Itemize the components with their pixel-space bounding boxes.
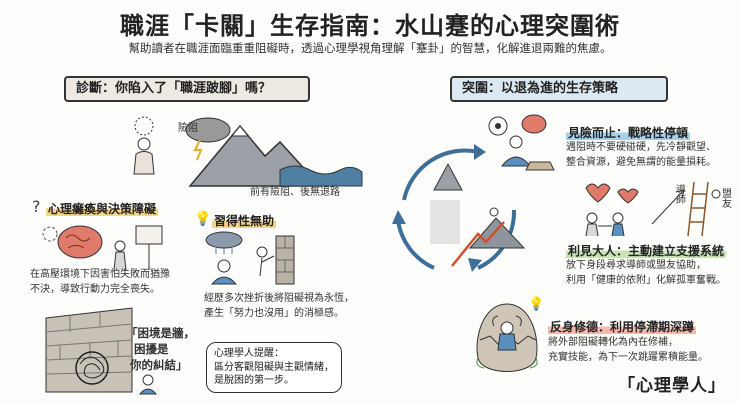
strategy-3-title: 反身修德：利用停滯期深蹲 [548, 320, 697, 334]
wall-quote-line-3: 你的糾結」 [130, 358, 188, 372]
danger-caption: 前有險阻、後無退路 [250, 187, 340, 198]
person-icon [114, 240, 126, 252]
strategy-3-line-1: 將外部阻礙轉化為內在修補， [548, 337, 678, 348]
paralysis-line-2: 不決，導致行動力完全喪失。 [30, 284, 160, 295]
support-system-illustration [585, 181, 721, 237]
wall-icon [45, 307, 133, 393]
signpost-icon [135, 225, 163, 245]
ally-label: 盟友 [719, 188, 731, 208]
brain-decision-illustration [42, 225, 163, 271]
ally-person-icon [711, 189, 721, 199]
strategy-1-title: 見險而止：戰略性停頓 [566, 126, 691, 140]
helplessness-line-1: 經歷多次挫折後將阻礙視為永恆， [204, 293, 354, 304]
sad-person-icon [217, 259, 231, 273]
rising-arrow-icon [451, 221, 505, 267]
mentor-label: 導師 [673, 184, 685, 204]
cycle-arrows-illustration [392, 144, 526, 272]
egg-growth-illustration [476, 303, 538, 372]
wall-tangle-illustration [45, 307, 158, 395]
map-icon [525, 161, 555, 171]
wall-quote-line-2: 困擾是 [134, 342, 169, 356]
flexing-person-icon [500, 321, 514, 335]
strategy-2-line-1: 放下身段尋求導師或盟友協助， [566, 260, 706, 271]
tip-line-3: 是脫困的第一步。 [214, 375, 294, 386]
danger-label: 險阻 [178, 123, 198, 134]
meditation-illustration [488, 114, 555, 171]
climber-icon [489, 207, 499, 217]
ladder-icon [687, 181, 709, 237]
question-mark-icon: ? [32, 197, 41, 216]
rain-cloud-icon [205, 231, 243, 249]
helplessness-line-2: 產生「努力也沒用」的消極感。 [204, 308, 344, 319]
tip-line-1: 心理學人提醒： [214, 348, 284, 359]
strategy-2-title: 利見大人：主動建立支援系統 [566, 244, 727, 258]
brain-icon [57, 225, 103, 259]
brand-mark: 「心理學人」 [618, 376, 726, 396]
climbing-person-icon [256, 246, 268, 258]
cycle-arrow-icon [402, 148, 479, 201]
person-icon [137, 137, 151, 151]
breakthrough-banner: 突圍：以退為進的生存策略 [450, 76, 668, 102]
gear-icon [42, 226, 58, 242]
diagnosis-banner: 診斷：你陷入了「職涯跛腳」嗎？ [64, 76, 310, 102]
psychology-tip-bubble: 心理學人提醒： 區分客觀阻礙與主觀情緒， 是脫困的第一步。 [206, 342, 342, 393]
strategy-3-line-2: 充實技能，為下一次跳躍累積能量。 [548, 352, 708, 363]
brain-icon [521, 114, 547, 134]
tip-line-2: 區分客觀阻礙與主觀情緒， [214, 361, 334, 373]
storm-cloud-icon [185, 117, 231, 143]
paralysis-line-1: 在高壓環境下因害怕失敗而猶豫 [30, 269, 170, 280]
lightbulb-icon: 💡 [528, 297, 545, 312]
helplessness-illustration [205, 231, 295, 285]
person-icon [586, 212, 598, 224]
lightning-icon [193, 139, 203, 161]
wall-quote-line-1: 「困境是牆， [126, 326, 195, 340]
strategy-2-line-2: 利用「健康的依附」化解孤軍奮戰。 [566, 275, 726, 286]
mountain-storm-illustration [185, 117, 363, 187]
strategy-1-line-2: 整合資源，避免無謂的能量損耗。 [566, 157, 716, 168]
worried-person-illustration [133, 116, 155, 175]
sitting-person-icon [142, 374, 154, 386]
page-title: 職涯「卡關」生存指南：水山蹇的心理突圍術 [120, 12, 620, 40]
waves-icon [279, 165, 363, 187]
tangle-icon [75, 351, 109, 385]
heart-icon [585, 183, 611, 203]
arrow-icon [651, 191, 683, 225]
strategy-1-line-1: 遇阻時不要硬碰硬，先冷靜觀望、 [566, 142, 716, 153]
page-subtitle: 幫助讀者在職涯面臨重重阻礙時，透過心理學視角理解「蹇卦」的智慧，化解進退兩難的焦… [128, 41, 612, 55]
small-mountain-icon [433, 162, 463, 191]
leaf-icon [476, 357, 538, 369]
person-icon [612, 212, 624, 224]
lightbulb-icon: 💡 [194, 211, 212, 227]
helplessness-title: 習得性無助 [212, 214, 277, 228]
meditating-person-icon [509, 135, 523, 149]
paralysis-title: 心理癱瘓與決策障礙 [46, 202, 159, 216]
